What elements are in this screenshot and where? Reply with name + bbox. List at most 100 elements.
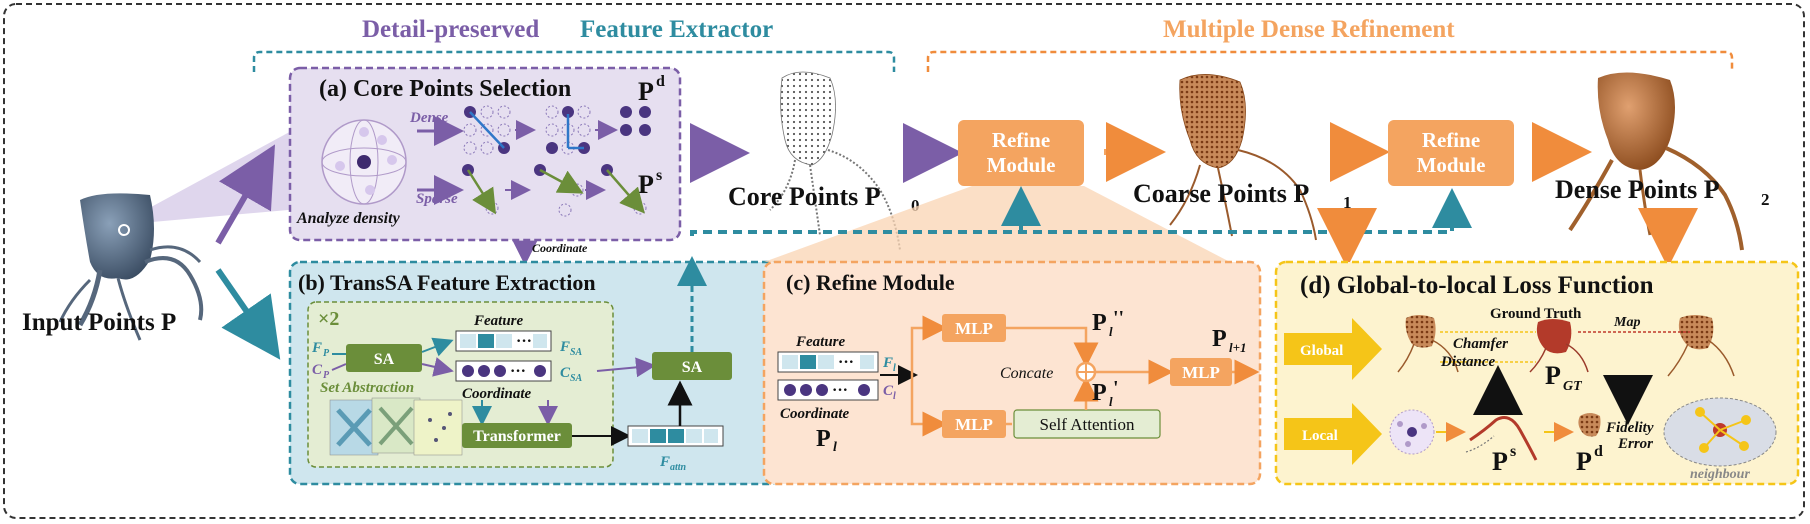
input-label: Input Points P [22,309,176,336]
pl-prime-label: P l ' [1092,377,1119,409]
svg-text:s: s [656,167,662,184]
ps-thumbnail [1465,416,1538,461]
global-pred-thumbnail [1397,315,1459,373]
svg-text:d: d [656,73,665,90]
fp-label: F P [311,340,330,359]
sparse-dots-2 [534,164,584,217]
svg-text:': ' [1113,377,1119,399]
refinement-title: Multiple Dense Refinement [1163,16,1455,43]
svg-text:P: P [1492,447,1508,476]
neighbour-label: neighbour [1690,467,1750,482]
svg-text:F: F [882,355,893,371]
svg-text:P: P [638,77,654,106]
dense-points-label: Dense Points P 2 [1555,175,1770,209]
fattn-label: F attn [659,454,687,473]
set-abstraction-label: Set Abstraction [320,380,414,396]
svg-text:SA: SA [570,347,583,358]
svg-text:attn: attn [670,462,687,473]
panel-d-title: (d) Global-to-local Loss Function [1300,272,1654,299]
svg-text:P: P [1092,380,1107,406]
svg-text:P: P [1545,361,1561,390]
svg-text:Dense Points P: Dense Points P [1555,175,1720,204]
svg-text:Core Points P: Core Points P [728,182,881,211]
svg-text:l: l [833,440,837,455]
c-coordinate-vector: ··· [777,379,879,401]
cp-label: C P [312,362,330,381]
b-feature-vector: ··· [455,330,552,352]
refine-module-2 [1388,120,1514,186]
coarse-points-label: Coarse Points P 1 [1133,179,1352,212]
extractor-title-part1: Detail-preserved [362,16,539,43]
svg-text:P: P [323,348,330,359]
dense-dots-3 [620,106,651,136]
svg-text:Distance: Distance [1440,354,1496,370]
transformer-block [462,423,572,448]
svg-text:P: P [638,170,654,199]
svg-text:F: F [659,454,670,470]
svg-text:Chamfer: Chamfer [1453,336,1508,352]
a-coordinate-label: Coordinate [532,241,588,255]
svg-text:l+1: l+1 [1229,340,1247,355]
dense-dots-1 [463,105,511,155]
svg-text:d: d [1594,443,1603,460]
transformer-label: Transformer [473,428,561,445]
outer-border [3,3,1805,519]
local-label: Local [1302,428,1338,444]
svg-text:Error: Error [1617,436,1653,452]
svg-text:F: F [311,340,322,356]
sa-block-label: SA [374,351,395,368]
fl-label: F l [882,355,896,374]
fsa-label: F SA [559,339,583,358]
input-pointcloud [58,193,204,341]
self-attention-label: Self Attention [1040,415,1135,434]
panel-c-title: (c) Refine Module [786,270,955,295]
svg-text:2: 2 [1761,190,1770,209]
csa-label: C SA [560,365,583,384]
svg-text:C: C [560,365,571,381]
c-coordinate-label: Coordinate [780,406,850,422]
mlp2-label: MLP [955,415,993,434]
ps-label: P s [1492,443,1516,476]
svg-text:l: l [893,363,896,374]
pgt-label: P GT [1545,361,1583,394]
local-arrow [1284,403,1382,465]
svg-text:Coarse Points P: Coarse Points P [1133,179,1309,208]
ground-truth-thumbnail [1529,319,1589,373]
svg-text:0: 0 [911,196,920,215]
svg-text:F: F [559,339,570,355]
c-feature-label: Feature [795,334,846,350]
svg-text:···: ··· [832,382,848,399]
dense-dots-2 [545,105,591,155]
neighbour-ellipse [1663,397,1777,467]
refine2-line2: Module [1417,153,1486,177]
pl-next-label: P l+1 [1212,326,1247,355]
map-thumbnail [1667,315,1735,377]
refine1-line2: Module [987,153,1056,177]
sa2-block [652,352,732,380]
refine-module-1 [958,120,1084,186]
b-coordinate-vector: ··· [455,360,552,382]
local-sphere [1389,409,1435,455]
svg-text:l: l [1109,394,1113,409]
pd-thumbnail [1578,413,1601,437]
repeat-label: ×2 [318,308,339,330]
core-points-label: Core Points P 0 [728,182,920,215]
svg-text:s: s [1510,443,1516,460]
coarse-pointcloud [1169,74,1317,241]
analyze-density-label: Analyze density [296,210,401,227]
mlp1-label: MLP [955,319,993,338]
panel-a-title: (a) Core Points Selection [319,76,571,102]
svg-text:C: C [883,383,894,399]
mlp1-block [942,314,1006,342]
mlp2-block [942,410,1006,438]
input-to-b-arrow [215,268,281,360]
global-label: Global [1300,343,1343,359]
cl-label: C l [883,383,896,402]
b-feature-label: Feature [473,313,524,329]
sparse-dots-1 [462,164,499,215]
pl-label: P l [816,426,837,455]
set-abstraction-thumbnail [329,397,463,456]
sparse-dots-3 [601,164,647,215]
